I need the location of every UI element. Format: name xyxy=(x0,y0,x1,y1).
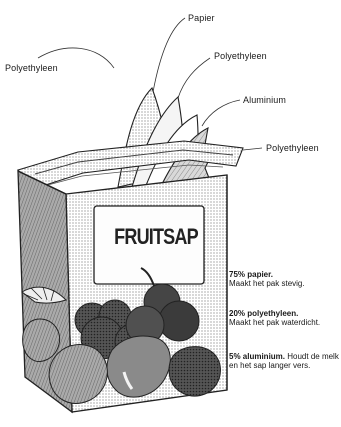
label-aluminium: Aluminium xyxy=(243,95,286,105)
note-polyethyleen: 20% polyethyleen. Maakt het pak waterdic… xyxy=(229,309,341,327)
label-polyethyleen-bottom: Polyethyleen xyxy=(266,143,319,153)
leader-polyethyleen-top xyxy=(178,58,210,98)
label-papier: Papier xyxy=(188,13,215,23)
note-polyethyleen-title: 20% polyethyleen. xyxy=(229,309,298,318)
leader-papier xyxy=(153,18,185,92)
note-papier-text: Maakt het pak stevig. xyxy=(229,279,305,288)
note-aluminium: 5% aluminium. Houdt de melk en het sap l… xyxy=(229,352,341,370)
label-polyethyleen-left: Polyethyleen xyxy=(5,63,58,73)
note-papier: 75% papier. Maakt het pak stevig. xyxy=(229,270,341,288)
leader-aluminium xyxy=(202,100,240,126)
fruitsap-label: FRUITSAP xyxy=(112,224,201,250)
label-polyethyleen-top: Polyethyleen xyxy=(214,51,267,61)
leader-polyethyleen-bottom xyxy=(243,148,262,150)
note-aluminium-title: 5% aluminium. xyxy=(229,352,285,361)
note-polyethyleen-text: Maakt het pak waterdicht. xyxy=(229,318,320,327)
note-papier-title: 75% papier. xyxy=(229,270,273,279)
